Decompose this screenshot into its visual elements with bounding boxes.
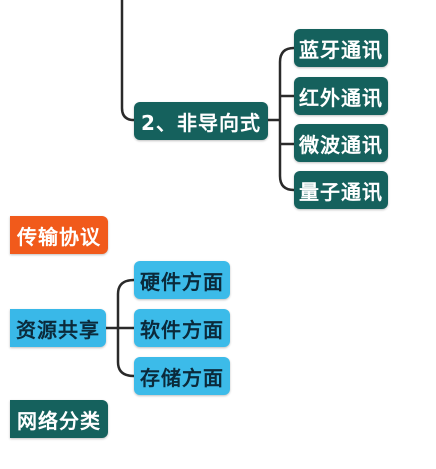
branch-non-guided[interactable]: 2、非导向式 bbox=[134, 102, 268, 140]
topic-transmission-protocol-label: 传输协议 bbox=[17, 224, 101, 249]
leaf-infrared-label: 红外通讯 bbox=[299, 85, 383, 110]
leaf-software-label: 软件方面 bbox=[140, 317, 224, 342]
topic-network-classification-label: 网络分类 bbox=[17, 408, 101, 433]
leaf-storage-label: 存储方面 bbox=[140, 365, 224, 390]
leaf-microwave[interactable]: 微波通讯 bbox=[294, 124, 388, 162]
leaf-infrared[interactable]: 红外通讯 bbox=[294, 77, 388, 115]
leaf-software[interactable]: 软件方面 bbox=[134, 309, 230, 347]
leaf-hardware[interactable]: 硬件方面 bbox=[134, 261, 230, 299]
leaf-microwave-label: 微波通讯 bbox=[299, 132, 383, 157]
topic-transmission-protocol[interactable]: 传输协议 bbox=[10, 216, 108, 254]
topic-network-classification[interactable]: 网络分类 bbox=[10, 400, 108, 438]
connector-wireless-bracket bbox=[268, 46, 295, 192]
leaf-bluetooth-label: 蓝牙通讯 bbox=[299, 37, 383, 62]
connector-trunk bbox=[120, 0, 135, 122]
leaf-quantum-label: 量子通讯 bbox=[299, 179, 383, 204]
connector-resource-bracket bbox=[106, 278, 135, 378]
leaf-quantum[interactable]: 量子通讯 bbox=[294, 171, 388, 209]
branch-non-guided-label: 2、非导向式 bbox=[141, 110, 261, 135]
leaf-bluetooth[interactable]: 蓝牙通讯 bbox=[294, 29, 388, 67]
leaf-hardware-label: 硬件方面 bbox=[140, 269, 224, 294]
topic-resource-sharing[interactable]: 资源共享 bbox=[10, 309, 106, 347]
topic-resource-sharing-label: 资源共享 bbox=[16, 317, 100, 342]
leaf-storage[interactable]: 存储方面 bbox=[134, 357, 230, 395]
